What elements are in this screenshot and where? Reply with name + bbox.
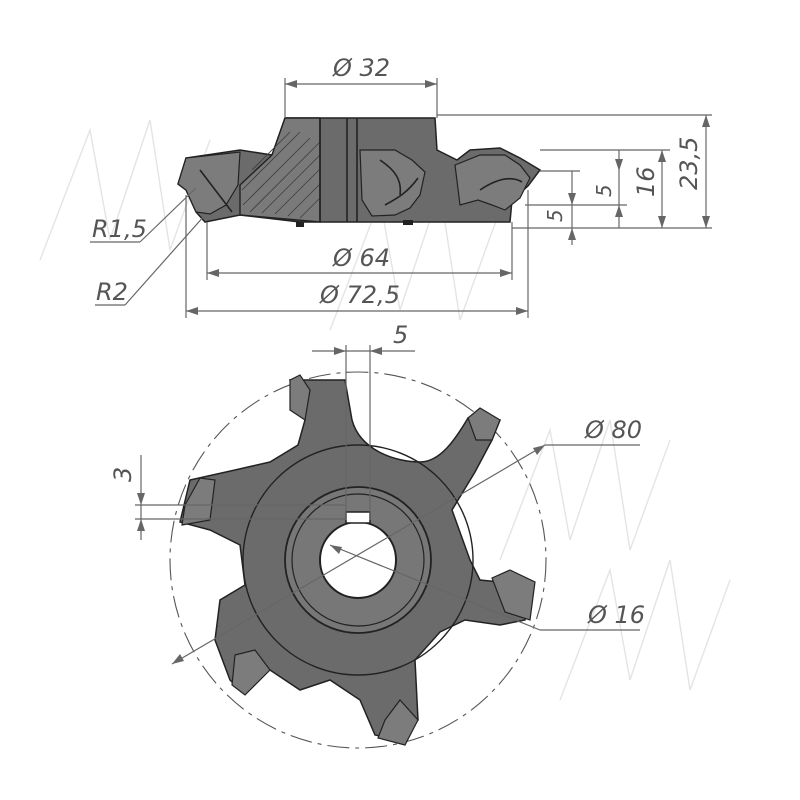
teeth-inserts (181, 374, 536, 746)
hub-inner-ring (291, 493, 425, 627)
center-bore (319, 521, 397, 599)
profile-curve-right (479, 178, 523, 191)
top-dimensions: Ø 32 23,5 16 5 5 Ø 64 Ø 72,5 (90, 54, 712, 318)
tooth-3 (491, 569, 536, 621)
dim-outer-circle: Ø 80 (584, 416, 642, 444)
top-profile-view (177, 117, 542, 227)
tooth-detail-right (359, 149, 426, 217)
tooth-curve-right (379, 159, 419, 206)
body-ring (242, 444, 474, 676)
hatch-lines (241, 131, 321, 219)
dim-radius-2: R2 (96, 278, 128, 306)
outer-cutting-circle (169, 371, 547, 749)
slot-left (296, 222, 304, 227)
dim-height-total: 23,5 (675, 137, 703, 190)
tooth-6 (181, 477, 216, 526)
dim-height-16: 16 (632, 166, 660, 197)
tooth-edge-left (199, 169, 233, 213)
slot-right (403, 220, 413, 225)
dim-keyway-depth: 3 (109, 467, 137, 482)
dim-bore: Ø 16 (587, 601, 645, 629)
plan-dimensions: 5 3 Ø 80 Ø 16 (109, 321, 645, 665)
dim-dia-64: Ø 64 (332, 244, 390, 272)
dim-height-5a: 5 (592, 184, 616, 197)
keyway (345, 511, 371, 524)
tooth-2 (467, 407, 501, 441)
dim-keyway-width: 5 (393, 321, 408, 349)
dim-bore-top: Ø 32 (332, 54, 390, 82)
plan-view (169, 371, 547, 749)
tooth-4 (377, 699, 419, 746)
dim-radius-1-5: R1,5 (92, 215, 147, 243)
dim-dia-72-5: Ø 72,5 (319, 281, 400, 309)
dim-height-5b: 5 (543, 209, 567, 222)
tooth-1 (289, 374, 311, 422)
tooth-5 (231, 649, 271, 696)
